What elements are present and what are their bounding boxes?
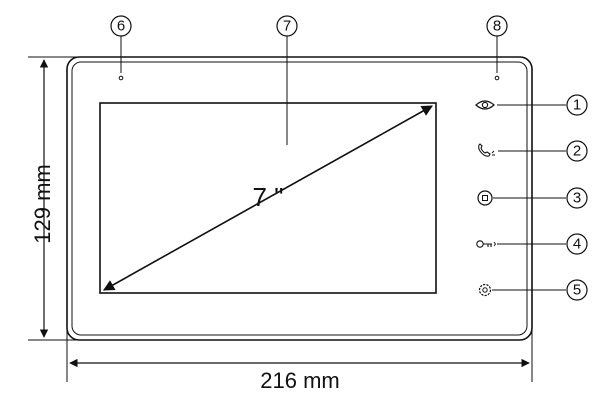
svg-text:3: 3 [573, 190, 581, 207]
home-icon[interactable] [477, 190, 493, 206]
display-screen [99, 102, 437, 294]
svg-text:4: 4 [573, 236, 581, 253]
callout-6: 6 [110, 15, 132, 73]
callout-3: 3 [493, 187, 588, 209]
svg-text:8: 8 [493, 18, 501, 35]
height-dimension [28, 56, 112, 341]
callout-4: 4 [497, 233, 588, 255]
phone-icon[interactable] [478, 143, 495, 157]
screen-diagonal-arrow [103, 105, 433, 291]
callout-5: 5 [492, 279, 588, 301]
width-dimension [66, 288, 533, 382]
eye-icon[interactable] [475, 100, 495, 110]
screen-size-label: 7 " [252, 182, 284, 212]
svg-text:7: 7 [283, 18, 291, 35]
height-label: 129 mm [30, 164, 55, 244]
gear-icon[interactable] [478, 283, 492, 297]
callout-8: 8 [486, 15, 508, 73]
sensor-dot-right [494, 75, 500, 81]
svg-text:5: 5 [573, 282, 581, 299]
svg-text:6: 6 [117, 18, 125, 35]
svg-text:2: 2 [573, 143, 581, 160]
callout-1: 1 [497, 94, 588, 116]
door-key-icon[interactable] [476, 240, 497, 248]
callout-7: 7 [276, 15, 298, 145]
sensor-dot-left [118, 75, 124, 81]
callout-2: 2 [498, 140, 588, 162]
svg-text:1: 1 [573, 97, 581, 114]
width-label: 216 mm [260, 368, 340, 393]
